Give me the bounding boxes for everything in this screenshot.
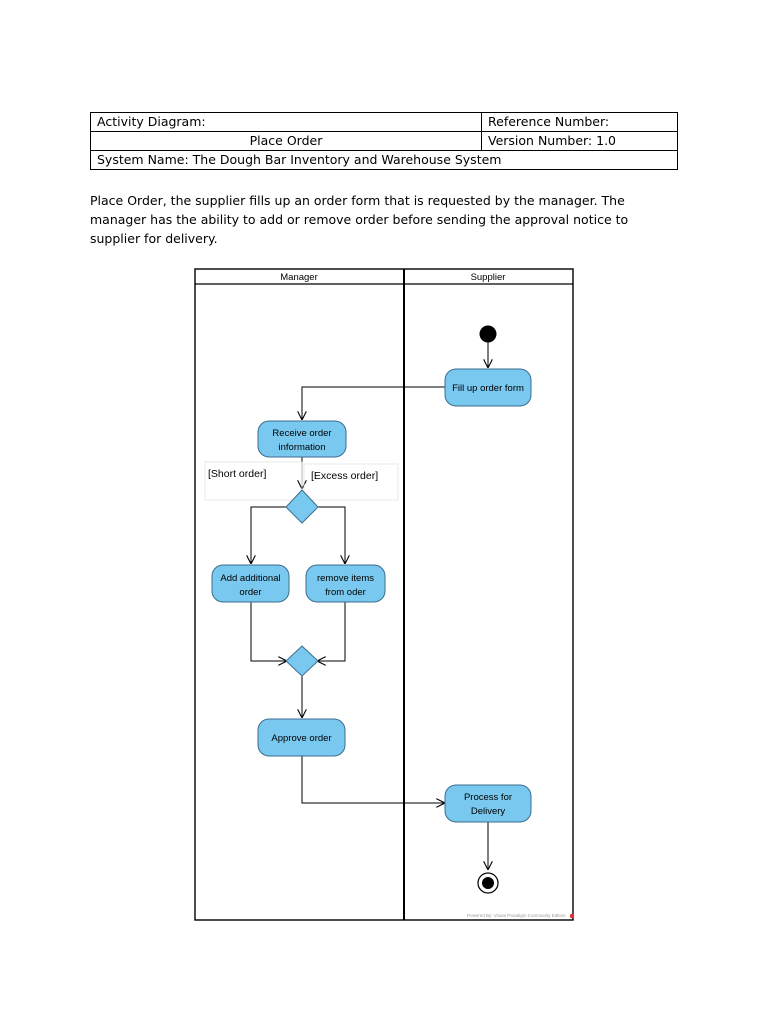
action-label-line2: Delivery xyxy=(471,806,506,817)
flow-decision-to-remove xyxy=(317,506,345,564)
action-label: Approve order xyxy=(271,733,331,744)
decision-node xyxy=(285,489,319,524)
action-label: Fill up order form xyxy=(452,383,524,394)
activity-name: Place Order xyxy=(249,133,323,148)
header-table: Activity Diagram: Reference Number: Plac… xyxy=(90,112,678,170)
guard-short-box xyxy=(204,461,303,501)
flow-remove-to-merge xyxy=(317,602,346,661)
action-label-line1: Process for xyxy=(464,792,512,803)
activity-label: Activity Diagram: xyxy=(97,114,206,129)
action-label-line2: information xyxy=(279,442,326,453)
flow-decision-to-add xyxy=(251,506,287,564)
final-node xyxy=(477,872,499,894)
action-label-line1: Add additional xyxy=(220,573,280,584)
action-process-for-delivery: Process for Delivery xyxy=(444,784,532,823)
control-flows xyxy=(251,342,488,870)
lane-manager-title: Manager xyxy=(280,272,318,283)
guard-excess-box xyxy=(303,463,399,501)
action-label-line1: Receive order xyxy=(272,428,331,439)
description-paragraph: Place Order, the supplier fills up an or… xyxy=(90,193,629,246)
action-approve-order: Approve order xyxy=(257,718,346,757)
action-add-additional-order: Add additional order xyxy=(211,564,290,603)
action-label-line2: order xyxy=(239,587,261,598)
system-name: System Name: The Dough Bar Inventory and… xyxy=(90,150,678,170)
action-label-line2: from oder xyxy=(325,587,366,598)
action-receive-order-information: Receive order information xyxy=(257,420,347,458)
action-fill-up-order-form: Fill up order form xyxy=(444,368,532,407)
flow-add-to-merge xyxy=(250,602,287,661)
action-remove-items-from-order: remove items from oder xyxy=(305,564,386,603)
flow-approve-to-process xyxy=(301,756,445,803)
merge-node xyxy=(285,645,319,677)
guard-short-order: [Short order] xyxy=(208,468,266,480)
lane-supplier-title: Supplier xyxy=(471,272,506,283)
powered-by-footer: Powered By: Visual Paradigm Community Ed… xyxy=(467,913,566,918)
initial-node xyxy=(479,325,497,343)
flow-fill-to-receive xyxy=(302,386,445,420)
watermark-dot xyxy=(569,913,575,919)
guard-excess-order: [Excess order] xyxy=(311,470,378,482)
action-label-line1: remove items xyxy=(317,573,374,584)
